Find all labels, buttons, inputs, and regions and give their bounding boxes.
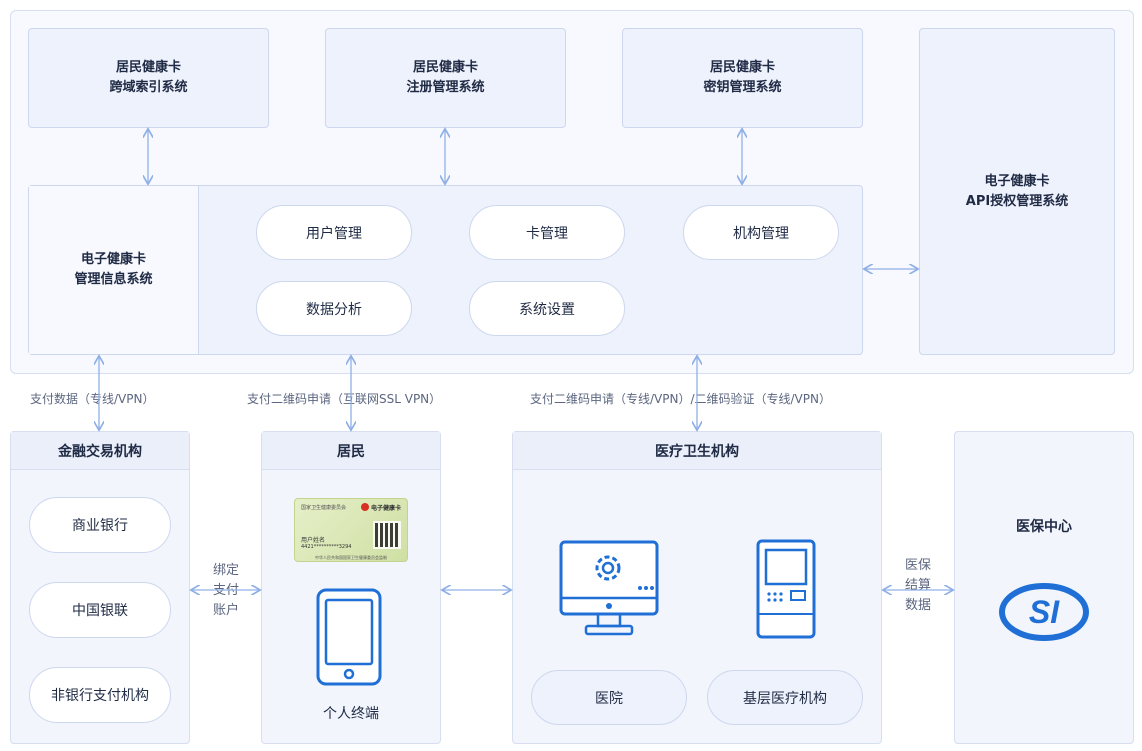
api-line2: API授权管理系统 <box>965 193 1069 209</box>
card-number: 4421**********3294 <box>301 544 352 550</box>
bind-line3: 账户 <box>212 603 239 618</box>
finance-title: 金融交易机构 <box>11 432 189 470</box>
card-issuer: 国家卫生健康委员会 <box>301 505 347 511</box>
sys1-line2: 跨域索引系统 <box>109 80 188 95</box>
finance-commercial-bank[interactable]: 商业银行 <box>29 497 171 553</box>
mgmt-line1: 电子健康卡 <box>80 252 146 267</box>
medical-title: 医疗卫生机构 <box>513 432 881 470</box>
registration-management-system[interactable]: 居民健康卡 注册管理系统 <box>325 28 566 128</box>
resident-panel: 居民 <box>261 431 441 744</box>
insurance-logo-text: SI <box>1029 594 1060 630</box>
cross-domain-index-system[interactable]: 居民健康卡 跨域索引系统 <box>28 28 269 128</box>
personal-terminal-label: 个人终端 <box>323 706 379 722</box>
monitor-gear-icon <box>559 540 659 636</box>
sys2-line1: 居民健康卡 <box>412 60 478 75</box>
bind-line1: 绑定 <box>212 563 239 578</box>
mgmt-title[interactable]: 电子健康卡 管理信息系统 <box>29 186 199 354</box>
medical-connector-label: 支付二维码申请（专线/VPN）/二维码验证（专线/VPN） <box>530 392 831 406</box>
sys3-line2: 密钥管理系统 <box>703 80 782 95</box>
self-service-kiosk-icon <box>756 539 816 639</box>
card-brand-icon <box>361 503 369 511</box>
mobile-phone-icon <box>316 588 382 686</box>
sys3-line1: 居民健康卡 <box>709 60 775 75</box>
sys2-line2: 注册管理系统 <box>406 80 485 95</box>
module-user-management[interactable]: 用户管理 <box>256 205 412 260</box>
module-data-analysis[interactable]: 数据分析 <box>256 281 412 336</box>
medical-hospital[interactable]: 医院 <box>531 670 687 725</box>
finance-nonbank-payment[interactable]: 非银行支付机构 <box>29 667 171 723</box>
ins-line1: 医保 <box>904 558 931 573</box>
module-system-settings[interactable]: 系统设置 <box>469 281 625 336</box>
insurance-title: 医保中心 <box>1016 519 1072 535</box>
mgmt-line2: 管理信息系统 <box>74 272 153 287</box>
api-line1: 电子健康卡 <box>984 173 1050 189</box>
card-footer: 中华人民共和国国家卫生健康委员会监制 <box>315 555 387 560</box>
resident-connector-label: 支付二维码申请（互联网SSL VPN） <box>247 392 442 406</box>
card-qr-icon <box>373 521 401 549</box>
social-insurance-logo: SI <box>999 583 1089 641</box>
health-card: 国家卫生健康委员会 电子健康卡 用户姓名 4421**********3294 … <box>294 498 408 562</box>
finance-connector-label: 支付数据（专线/VPN） <box>30 392 155 406</box>
finance-unionpay[interactable]: 中国银联 <box>29 582 171 638</box>
api-authorization-system[interactable]: 电子健康卡 API授权管理系统 <box>919 28 1115 355</box>
module-org-management[interactable]: 机构管理 <box>683 205 839 260</box>
module-card-management[interactable]: 卡管理 <box>469 205 625 260</box>
medical-primary-care[interactable]: 基层医疗机构 <box>707 670 863 725</box>
sys1-line1: 居民健康卡 <box>115 60 181 75</box>
key-management-system[interactable]: 居民健康卡 密钥管理系统 <box>622 28 863 128</box>
card-name-label: 用户姓名 <box>301 537 326 544</box>
card-brand: 电子健康卡 <box>371 505 402 512</box>
ins-line3: 数据 <box>904 598 931 613</box>
resident-title: 居民 <box>262 432 440 470</box>
